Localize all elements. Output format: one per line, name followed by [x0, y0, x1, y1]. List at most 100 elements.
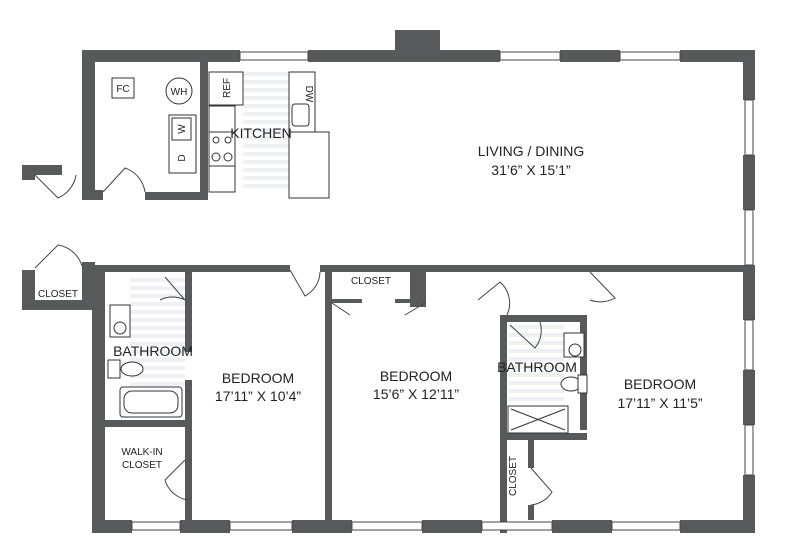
floor-stripe — [130, 286, 185, 290]
floor-stripe — [243, 160, 289, 164]
ref-label: REF — [222, 78, 233, 98]
bedroom-1-label: BEDROOM — [222, 370, 294, 386]
floor-stripe — [508, 333, 564, 337]
floor-stripe — [243, 136, 289, 140]
window — [744, 99, 754, 156]
wall — [743, 265, 755, 320]
living-size: 31’6” X 15’1” — [491, 162, 571, 178]
wall — [680, 50, 755, 62]
floor-stripe — [508, 365, 564, 369]
bath1-toilet — [120, 361, 144, 377]
wall — [560, 50, 620, 62]
floor-stripe — [130, 294, 185, 298]
walls — [22, 30, 755, 533]
door-swing — [331, 302, 426, 316]
wall — [180, 520, 230, 533]
wall — [320, 265, 590, 272]
floor-stripe — [130, 358, 185, 362]
door-swing — [509, 321, 542, 349]
bathroom-1-label: BATHROOM — [113, 343, 193, 359]
wall — [743, 475, 755, 533]
bath2-shower — [507, 405, 569, 434]
entry-closet-label: CLOSET — [38, 289, 78, 300]
window — [744, 424, 754, 476]
floor-stripe — [508, 389, 564, 393]
wall — [22, 165, 62, 175]
wall — [528, 440, 534, 468]
window — [481, 521, 553, 531]
wall — [92, 520, 132, 533]
wall — [590, 265, 745, 272]
floor-stripe — [130, 350, 185, 354]
wall — [500, 315, 585, 322]
door-swing — [34, 174, 77, 199]
fc-label: FC — [116, 84, 129, 95]
kitchen-island — [288, 131, 330, 199]
floor-stripe — [243, 184, 289, 188]
wall — [680, 520, 755, 533]
furnace-box — [111, 77, 135, 99]
washer-label: W — [177, 124, 188, 134]
wall — [22, 300, 97, 310]
bedroom-2-label: BEDROOM — [380, 368, 452, 384]
wall — [332, 299, 362, 303]
window — [351, 521, 423, 531]
window — [611, 521, 681, 531]
wall — [743, 50, 755, 100]
floor-stripe — [130, 278, 185, 282]
floor-stripe — [243, 120, 289, 124]
window — [229, 521, 293, 531]
floor-stripe — [508, 357, 564, 361]
water-heater — [165, 77, 193, 105]
dw-label: DW — [303, 86, 314, 103]
floor-stripe — [243, 88, 289, 92]
kitchen-sink — [291, 103, 310, 127]
doors — [34, 167, 616, 506]
floor-stripe — [243, 80, 289, 84]
window — [619, 51, 681, 61]
refrigerator — [208, 71, 244, 106]
wall — [422, 520, 482, 533]
floor-stripe — [243, 96, 289, 100]
kitchen-label: KITCHEN — [230, 125, 291, 141]
floor-stripe — [130, 318, 185, 322]
wall — [82, 50, 232, 62]
wall — [232, 50, 240, 62]
bathroom-2-label: BATHROOM — [497, 359, 577, 375]
wall — [410, 272, 426, 307]
floor-stripe — [130, 302, 185, 306]
door-swing — [289, 269, 321, 297]
wh-label: WH — [171, 87, 188, 98]
walk-in-closet-label-1: WALK-IN — [121, 447, 162, 458]
door-swing — [530, 467, 553, 506]
floor-stripe — [508, 349, 564, 353]
wall — [82, 50, 95, 200]
floor-stripe — [243, 104, 289, 108]
dryer-label: D — [177, 154, 188, 161]
floor-stripe — [243, 144, 289, 148]
hall-closet-label: CLOSET — [351, 276, 391, 287]
floor-stripe — [243, 152, 289, 156]
wall — [507, 433, 587, 440]
floor-stripe — [130, 326, 185, 330]
wall — [200, 62, 208, 200]
floor-stripe — [130, 342, 185, 346]
floor-stripe — [508, 381, 564, 385]
walk-in-closet-label-2: CLOSET — [122, 460, 162, 471]
floor-stripe — [243, 72, 289, 76]
window — [744, 209, 754, 266]
window — [239, 51, 309, 61]
tiled-floors — [130, 72, 564, 401]
wall — [440, 50, 500, 62]
bedroom-3-closet-label: CLOSET — [508, 456, 519, 496]
door-swing — [34, 244, 83, 269]
floor-stripe — [508, 325, 564, 329]
wall — [743, 155, 755, 210]
door-swing — [477, 281, 511, 316]
floor-stripe — [508, 341, 564, 345]
wall — [145, 192, 200, 200]
floor-stripe — [130, 382, 185, 386]
floor-stripe — [130, 334, 185, 338]
bedroom-1-size: 17’11” X 10’4” — [215, 388, 301, 404]
